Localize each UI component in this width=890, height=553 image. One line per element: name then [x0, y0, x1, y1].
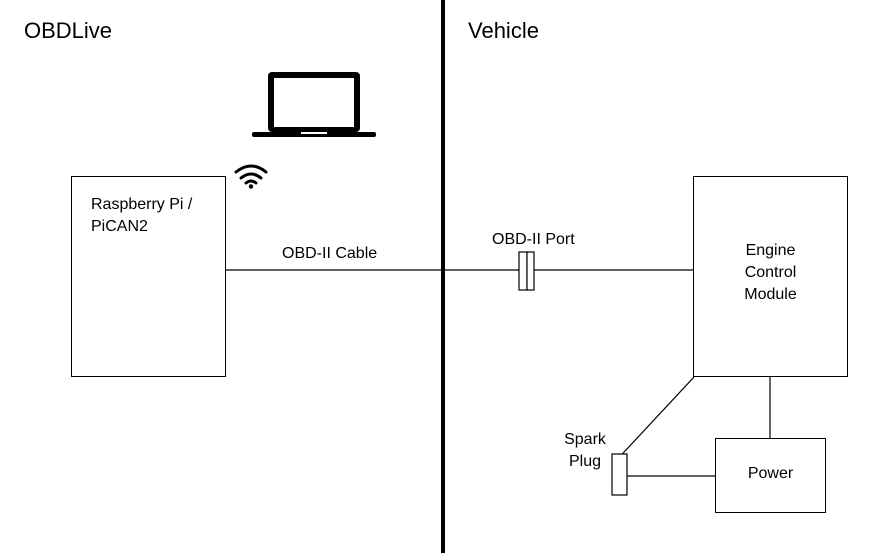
raspberry-pi-label-line1: Raspberry Pi / — [91, 196, 193, 213]
raspberry-pi-label-line2: PiCAN2 — [91, 218, 148, 235]
spark-plug-label-line1: Spark — [564, 431, 606, 448]
power-box: Power — [715, 438, 826, 513]
obd-cable-label: OBD-II Cable — [282, 245, 378, 262]
engine-control-module-box: Engine Control Module — [693, 176, 848, 377]
spark-plug-label: Spark Plug — [556, 429, 614, 473]
obd-port-label: OBD-II Port — [492, 231, 575, 248]
laptop-icon — [252, 72, 376, 137]
spark-plug-label-line2: Plug — [568, 453, 602, 470]
spark-plug-body — [611, 453, 628, 496]
section-title-obdlive: OBDLive — [24, 18, 113, 43]
wifi-icon — [234, 164, 268, 189]
raspberry-pi-label: Raspberry Pi / PiCAN2 — [91, 194, 221, 238]
obd-port-connector — [518, 251, 535, 291]
ecm-label-line2: Control — [744, 264, 797, 281]
raspberry-pi-box: Raspberry Pi / PiCAN2 — [71, 176, 226, 377]
ecm-label-line1: Engine — [745, 242, 796, 259]
ecm-label-line3: Module — [744, 286, 797, 303]
section-title-vehicle: Vehicle — [468, 18, 539, 43]
ecm-spark-line — [612, 376, 695, 465]
ecm-label: Engine Control Module — [694, 240, 847, 306]
power-label: Power — [747, 465, 794, 482]
